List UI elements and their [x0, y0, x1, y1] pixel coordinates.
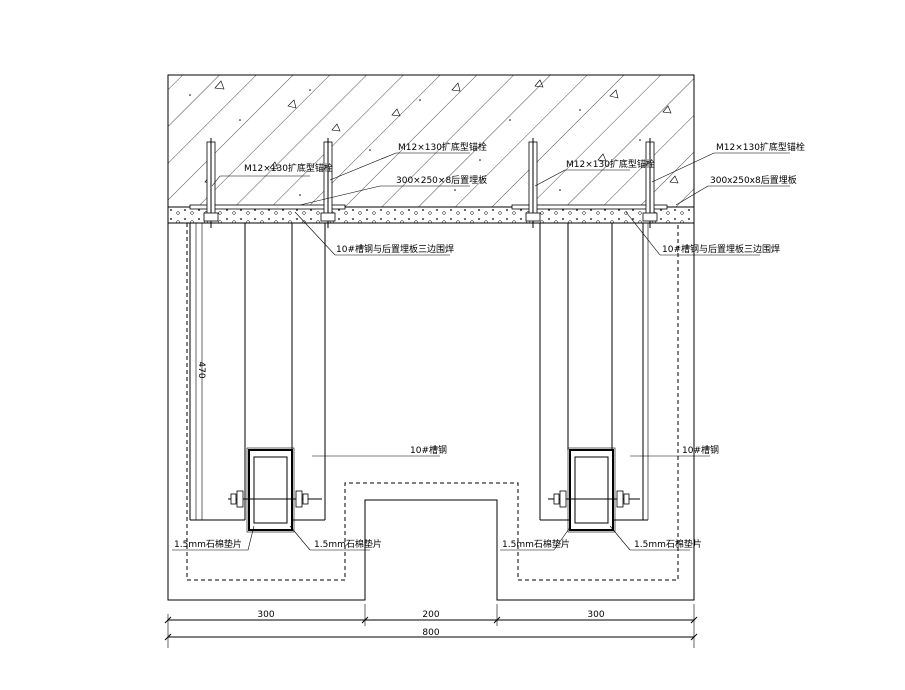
channel-steel-right: [539, 223, 649, 521]
embedded-plate-left: [189, 204, 346, 210]
dimension-470: 470: [196, 361, 206, 378]
label-anchor-center-right: M12×130扩底型锚栓: [566, 158, 655, 170]
label-plate-right: 300x250x8后置埋板: [710, 174, 797, 186]
label-pad-4: 1.5mm石棉垫片: [634, 538, 702, 550]
anchor-bolt: [642, 138, 658, 228]
leader-lines: [172, 152, 790, 551]
label-anchor-left: M12×130扩底型锚栓: [244, 162, 333, 174]
anchor-bolt: [203, 138, 219, 228]
label-anchor-mid: M12×130扩底型锚栓: [398, 141, 487, 153]
label-weld-right: 10#槽钢与后置埋板三边围焊: [662, 243, 780, 255]
label-weld-left: 10#槽钢与后置埋板三边围焊: [336, 243, 454, 255]
embedded-plate-right: [511, 204, 668, 210]
dimension-200: 200: [422, 610, 439, 620]
steel-tube-left: [246, 447, 295, 533]
label-pad-2: 1.5mm石棉垫片: [314, 538, 382, 550]
finish-outline-solid: [167, 75, 695, 601]
label-pad-3: 1.5mm石棉垫片: [502, 538, 570, 550]
bolt-left: [228, 490, 322, 508]
channel-steel-left: [189, 223, 326, 521]
anchor-bolt: [525, 138, 541, 228]
label-pad-1: 1.5mm石棉垫片: [174, 538, 242, 550]
bolt-right: [548, 490, 640, 508]
dimension-300-left: 300: [257, 610, 274, 620]
finish-outline-dashed: [186, 223, 679, 581]
label-plate-mid: 300×250×8后置埋板: [396, 174, 487, 186]
label-anchor-right: M12×130扩底型锚栓: [716, 141, 805, 153]
speckle: [189, 89, 641, 196]
dimension-lines: [164, 223, 698, 648]
concrete-slab: [167, 74, 695, 208]
label-channel-right: 10#槽钢: [682, 444, 719, 456]
dimension-300-right: 300: [587, 610, 604, 620]
dimension-800: 800: [422, 628, 439, 638]
label-channel-left: 10#槽钢: [410, 444, 447, 456]
steel-tube-right: [567, 447, 616, 533]
